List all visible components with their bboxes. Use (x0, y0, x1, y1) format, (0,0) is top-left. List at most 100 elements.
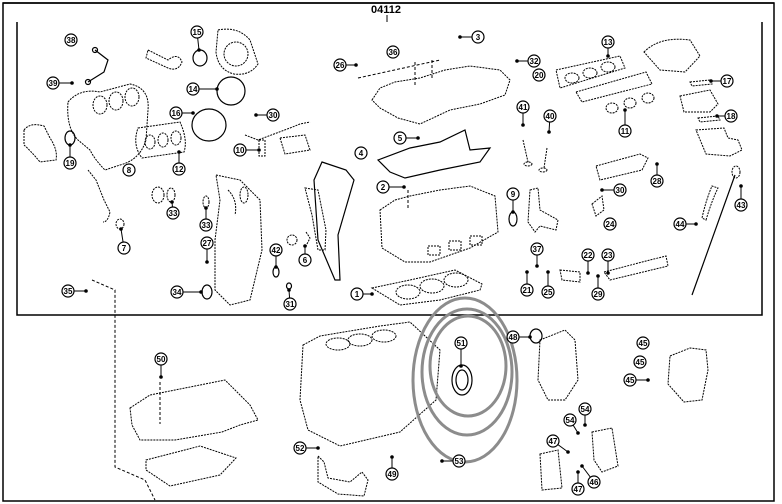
callout-circle[interactable] (376, 180, 390, 194)
callout-10[interactable]: 10 (233, 143, 261, 157)
callout-circle[interactable] (601, 35, 615, 49)
callout-circle[interactable] (166, 206, 180, 220)
callout-circle[interactable] (578, 402, 592, 416)
callout-circle[interactable] (190, 25, 204, 39)
callout-11[interactable]: 11 (618, 108, 632, 138)
callout-circle[interactable] (293, 441, 307, 455)
callout-50[interactable]: 50 (154, 352, 168, 379)
callout-52[interactable]: 52 (293, 441, 320, 455)
callout-3[interactable]: 3 (458, 30, 485, 44)
callout-40[interactable]: 40 (543, 109, 557, 134)
callout-circle[interactable] (527, 54, 541, 68)
callout-circle[interactable] (520, 283, 534, 297)
callout-circle[interactable] (186, 82, 200, 96)
callout-circle[interactable] (154, 352, 168, 366)
callout-circle[interactable] (393, 131, 407, 145)
callout-45[interactable]: 45 (636, 336, 650, 350)
callout-circle[interactable] (623, 373, 637, 387)
callout-35[interactable]: 35 (61, 284, 88, 298)
callout-circle[interactable] (734, 198, 748, 212)
callout-circle[interactable] (720, 74, 734, 88)
callout-45[interactable]: 45 (623, 373, 650, 387)
callout-circle[interactable] (266, 108, 280, 122)
callout-circle[interactable] (516, 100, 530, 114)
callout-circle[interactable] (471, 30, 485, 44)
callout-circle[interactable] (386, 45, 400, 59)
callout-circle[interactable] (233, 143, 247, 157)
callout-circle[interactable] (541, 285, 555, 299)
callout-13[interactable]: 13 (601, 35, 615, 58)
callout-circle[interactable] (724, 109, 738, 123)
callout-54[interactable]: 54 (578, 402, 592, 427)
callout-4[interactable]: 4 (354, 146, 368, 160)
callout-circle[interactable] (333, 58, 347, 72)
callout-6[interactable]: 6 (298, 244, 312, 267)
callout-38[interactable]: 38 (64, 33, 78, 47)
callout-circle[interactable] (546, 434, 560, 448)
callout-28[interactable]: 28 (650, 162, 664, 188)
callout-circle[interactable] (283, 297, 297, 311)
callout-circle[interactable] (172, 162, 186, 176)
callout-20[interactable]: 20 (532, 68, 546, 82)
callout-16[interactable]: 16 (169, 106, 195, 120)
callout-45[interactable]: 45 (633, 355, 647, 369)
callout-33[interactable]: 33 (199, 206, 213, 232)
callout-33[interactable]: 33 (166, 200, 180, 220)
callout-51[interactable]: 51 (454, 336, 468, 368)
callout-49[interactable]: 49 (385, 455, 399, 481)
callout-circle[interactable] (298, 253, 312, 267)
callout-41[interactable]: 41 (516, 100, 530, 127)
callout-circle[interactable] (506, 187, 520, 201)
callout-circle[interactable] (673, 217, 687, 231)
callout-circle[interactable] (543, 109, 557, 123)
callout-17[interactable]: 17 (709, 74, 734, 88)
callout-circle[interactable] (506, 330, 520, 344)
callout-circle[interactable] (454, 336, 468, 350)
callout-circle[interactable] (532, 68, 546, 82)
callout-5[interactable]: 5 (393, 131, 420, 145)
callout-34[interactable]: 34 (170, 285, 203, 299)
callout-circle[interactable] (581, 248, 595, 262)
callout-circle[interactable] (650, 174, 664, 188)
callout-circle[interactable] (571, 482, 585, 496)
callout-circle[interactable] (601, 248, 615, 262)
callout-30[interactable]: 30 (600, 183, 627, 197)
callout-48[interactable]: 48 (506, 330, 532, 344)
callout-46[interactable]: 46 (580, 464, 601, 489)
callout-circle[interactable] (169, 106, 183, 120)
callout-circle[interactable] (46, 76, 60, 90)
callout-circle[interactable] (633, 355, 647, 369)
callout-43[interactable]: 43 (734, 184, 748, 212)
callout-circle[interactable] (613, 183, 627, 197)
callout-37[interactable]: 37 (530, 242, 544, 268)
callout-circle[interactable] (122, 163, 136, 177)
callout-15[interactable]: 15 (190, 25, 204, 52)
callout-30[interactable]: 30 (254, 108, 280, 122)
callout-7[interactable]: 7 (117, 227, 131, 255)
callout-25[interactable]: 25 (541, 270, 555, 299)
callout-circle[interactable] (117, 241, 131, 255)
callout-23[interactable]: 23 (601, 248, 615, 275)
callout-2[interactable]: 2 (376, 180, 406, 194)
callout-circle[interactable] (563, 413, 577, 427)
callout-36[interactable]: 36 (386, 45, 400, 59)
callout-circle[interactable] (354, 146, 368, 160)
callout-circle[interactable] (591, 287, 605, 301)
callout-circle[interactable] (63, 156, 77, 170)
callout-circle[interactable] (618, 124, 632, 138)
callout-circle[interactable] (200, 236, 214, 250)
callout-24[interactable]: 24 (603, 217, 617, 231)
callout-circle[interactable] (61, 284, 75, 298)
callout-31[interactable]: 31 (283, 288, 297, 311)
callout-circle[interactable] (269, 243, 283, 257)
callout-circle[interactable] (636, 336, 650, 350)
callout-1[interactable]: 1 (350, 287, 374, 301)
callout-9[interactable]: 9 (506, 187, 520, 214)
callout-47[interactable]: 47 (571, 470, 585, 496)
callout-29[interactable]: 29 (591, 274, 605, 301)
callout-circle[interactable] (199, 218, 213, 232)
callout-14[interactable]: 14 (186, 82, 219, 96)
callout-8[interactable]: 8 (122, 163, 136, 177)
callout-18[interactable]: 18 (715, 109, 738, 123)
callout-circle[interactable] (64, 33, 78, 47)
